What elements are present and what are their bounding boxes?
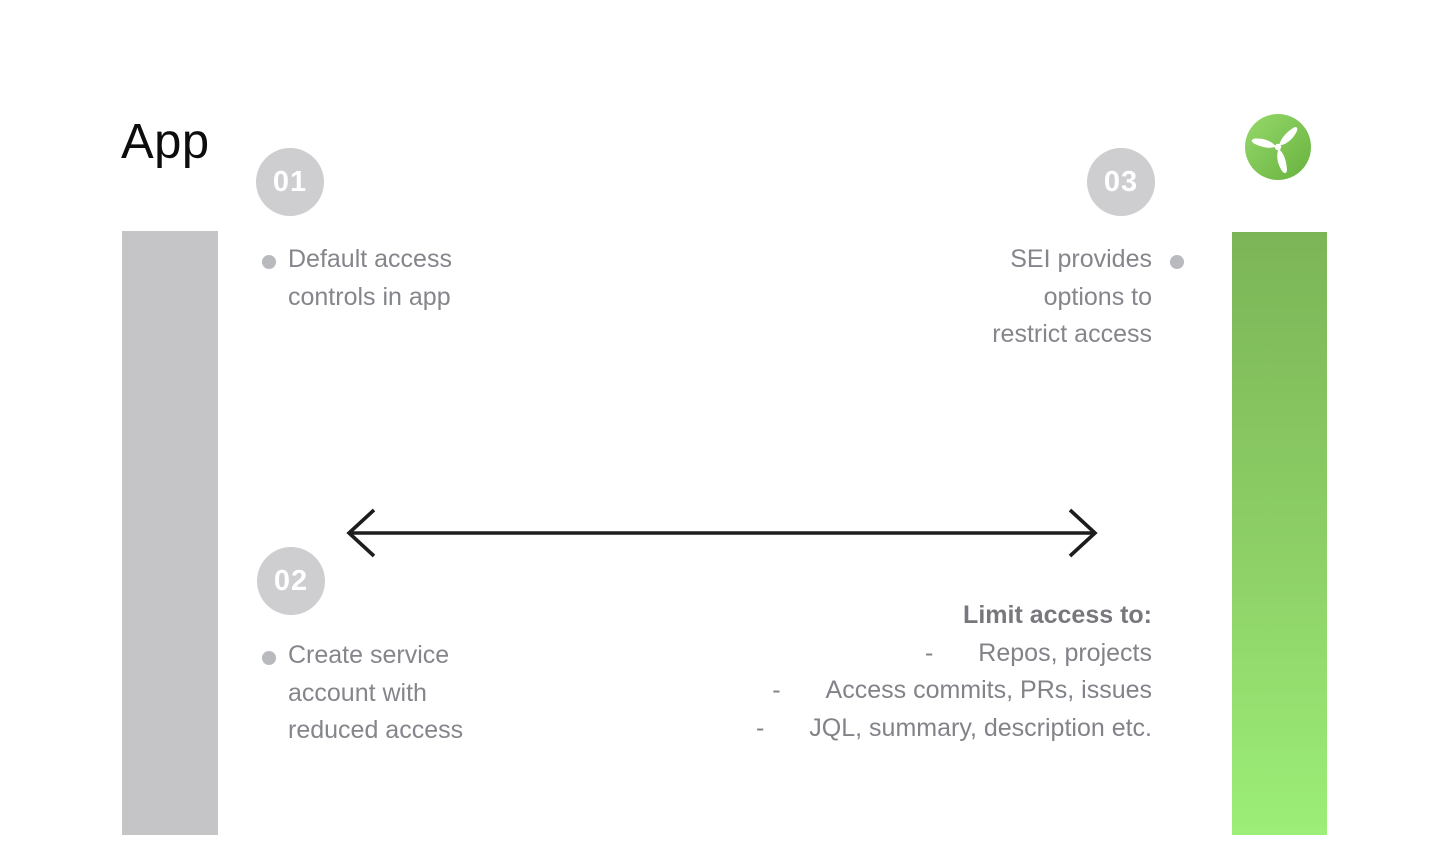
- list-item: - Repos, projects: [756, 635, 1152, 673]
- list-item-dash: -: [755, 713, 765, 742]
- list-item-dash: -: [772, 676, 781, 704]
- step-number-badge-01: 01: [256, 148, 324, 216]
- limit-access-title: Limit access to:: [963, 601, 1152, 629]
- step-number-badge-02: 02: [257, 547, 325, 615]
- step-2-text: Create service account with reduced acce…: [288, 641, 464, 744]
- list-item: - Access commits, PRs, issues: [756, 672, 1152, 710]
- list-item-dash: -: [924, 638, 934, 667]
- right-green-bar: [1232, 232, 1327, 835]
- limit-access-list: Limit access to: - Repos, projects - Acc…: [756, 597, 1152, 747]
- page-title: App: [121, 115, 210, 169]
- propeller-logo-icon: [1245, 114, 1311, 180]
- bullet-icon: [1170, 255, 1184, 269]
- step-3-text: SEI provides options to restrict access: [992, 245, 1152, 348]
- list-item-label: Access commits, PRs, issues: [825, 676, 1152, 704]
- double-arrow-icon: [343, 503, 1101, 568]
- list-item-label: Repos, projects: [978, 638, 1152, 667]
- step-number-badge-03: 03: [1087, 148, 1155, 216]
- bullet-icon: [262, 651, 276, 665]
- bullet-icon: [262, 255, 276, 269]
- step-1-text: Default access controls in app: [288, 245, 452, 311]
- left-gray-bar: [122, 231, 218, 835]
- list-item-label: JQL, summary, description etc.: [809, 713, 1152, 742]
- list-item: - JQL, summary, description etc.: [756, 710, 1152, 748]
